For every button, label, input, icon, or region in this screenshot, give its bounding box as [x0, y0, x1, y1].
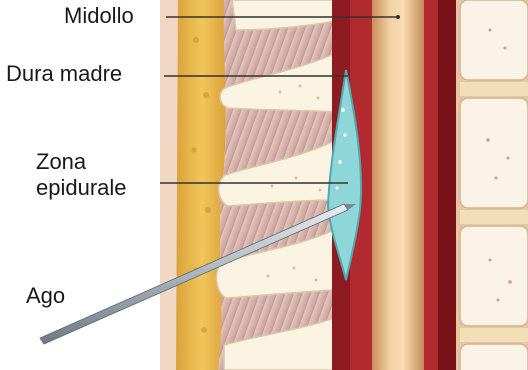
label-zona-line2: epidurale: [36, 176, 127, 200]
spinal-cord: [372, 0, 424, 370]
label-dura-madre: Dura madre: [6, 62, 122, 86]
vertebra-1: [460, 0, 528, 80]
dura-outer-right: [438, 0, 456, 370]
vertebra-4: [460, 344, 528, 370]
vertebra-3: [460, 226, 528, 326]
label-midollo: Midollo: [64, 4, 134, 28]
dura-right: [424, 0, 438, 370]
leader-midollo-dot: [396, 15, 400, 19]
vertebral-bodies: [460, 0, 528, 370]
label-zona-line1: Zona: [36, 150, 86, 174]
vertebra-2: [460, 98, 528, 208]
label-ago: Ago: [26, 284, 65, 308]
